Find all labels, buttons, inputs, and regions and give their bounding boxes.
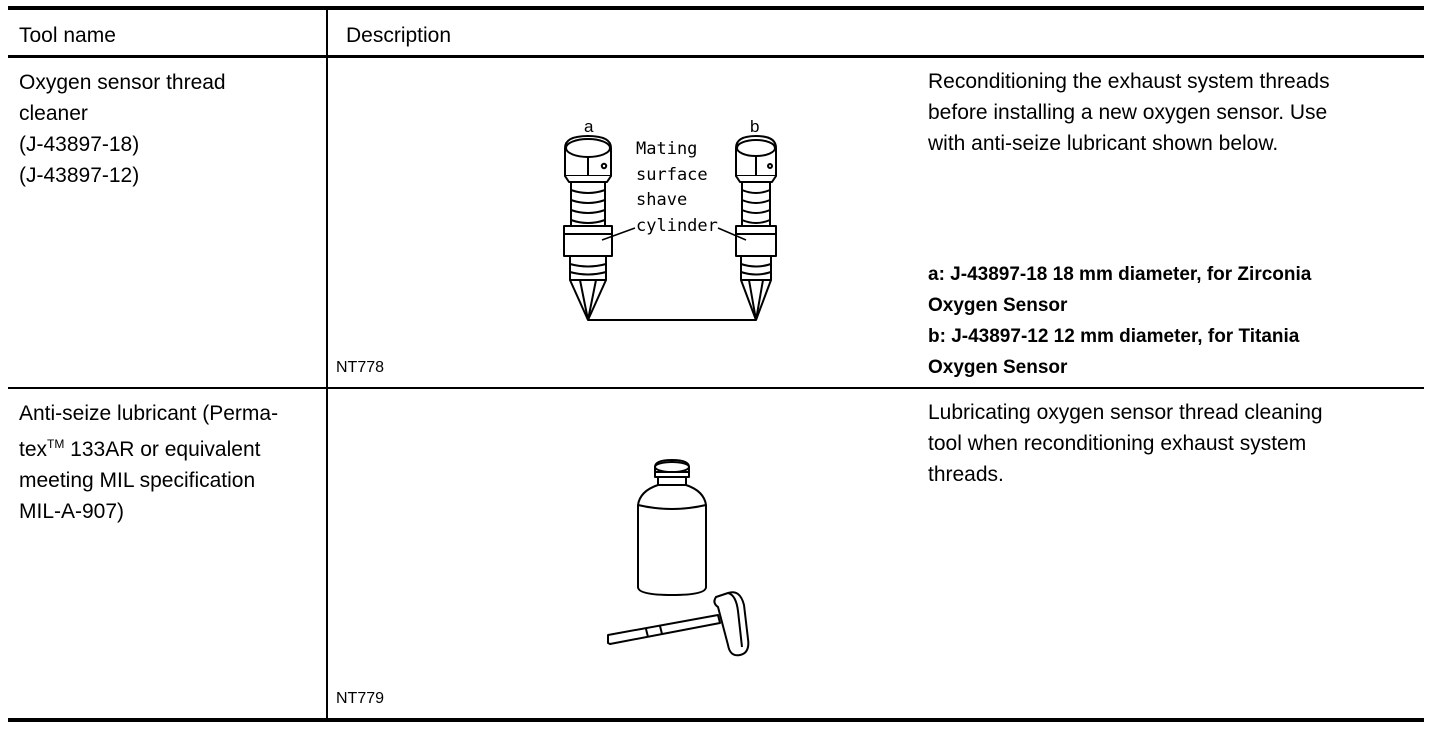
tool-name-thread-cleaner: Oxygen sensor thread cleaner (J-43897-18… [19,71,226,187]
header-description: Description [346,24,452,47]
table-bottom-rule [8,718,1424,722]
label-b: b [750,117,759,136]
thread-cleaner-figure: a b Mating surface shave cylinder [540,108,820,328]
figure-code-nt778: NT778 [336,359,385,376]
lubricant-illustration [607,459,750,657]
figure-code-nt779: NT779 [336,690,385,707]
column-divider [326,8,328,720]
description-thread-cleaner: Reconditioning the exhaust system thread… [928,70,1330,155]
row-divider [8,387,1424,389]
header-rule [8,55,1424,58]
variant-list: a: J-43897-18 18 mm diameter, for Zircon… [928,264,1312,378]
callout-line-2: surface [636,165,708,185]
label-a: a [584,117,594,136]
callout-line-3: shave [636,190,687,210]
description-anti-seize: Lubricating oxygen sensor thread cleanin… [928,401,1323,486]
lubricant-figure [600,455,760,660]
table-top-rule [8,6,1424,10]
thread-cleaner-illustration: a b Mating surface shave cylinder [563,117,777,321]
callout-line-1: Mating [636,139,697,159]
tool-name-anti-seize: Anti-seize lubricant (Perma- texTM 133AR… [19,402,279,523]
callout-line-4: cylinder [636,216,718,236]
header-tool-name: Tool name [19,24,116,47]
trademark-mark: TM [47,437,65,451]
